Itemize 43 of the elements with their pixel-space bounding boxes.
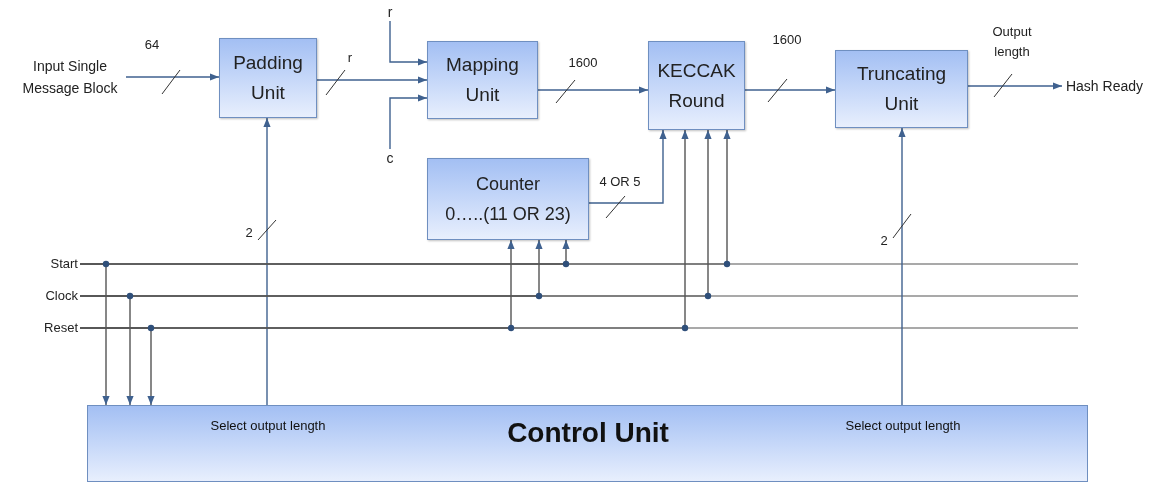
- control-unit-title: Control Unit: [506, 416, 670, 450]
- signal-label: Clock: [45, 288, 79, 304]
- arrow: [389, 94, 428, 150]
- unit-box: [648, 41, 745, 130]
- edge-label: 1600: [771, 31, 803, 49]
- arrow: [316, 76, 428, 84]
- arrow: [79, 129, 712, 297]
- counter-title: Counter: [475, 173, 540, 196]
- arrow: [79, 129, 689, 329]
- text-label: r: [387, 3, 393, 22]
- unit-box: [427, 41, 538, 119]
- signal-label: Reset: [44, 320, 79, 336]
- edge-label: 4 OR 5: [598, 173, 642, 191]
- edge-label: 2: [879, 232, 889, 250]
- arrow: [967, 82, 1063, 90]
- edge-label: 64: [143, 36, 161, 54]
- unit-box: [219, 38, 317, 118]
- arrow: [79, 129, 731, 265]
- text-label: Input Single Message Block: [21, 57, 119, 98]
- edge-label: 1600: [567, 54, 599, 72]
- control-unit-box: [87, 405, 1088, 482]
- port-label: Select output length: [209, 417, 327, 435]
- arrow: [588, 129, 667, 204]
- text-label: Hash Ready: [1065, 77, 1143, 96]
- unit-label: Truncating Unit: [855, 62, 948, 116]
- arrow: [537, 86, 649, 94]
- unit-box: [835, 50, 968, 128]
- unit-label: Padding Unit: [232, 51, 304, 105]
- text-label: c: [386, 149, 394, 168]
- counter-range: 0…..(11 OR 23): [445, 203, 571, 226]
- arrow: [389, 20, 428, 66]
- signal-label: Start: [50, 256, 79, 272]
- arrow: [125, 73, 220, 81]
- edge-label: r: [346, 49, 354, 67]
- counter-box: [427, 158, 589, 240]
- unit-label: Mapping Unit: [445, 53, 520, 107]
- edge-label: 2: [244, 224, 254, 242]
- edge-label: Output length: [991, 23, 1033, 61]
- arrow: [898, 127, 906, 406]
- port-label: Select output length: [844, 417, 962, 435]
- arrow: [263, 117, 271, 406]
- unit-label: KECCAK Round: [656, 58, 737, 113]
- arrow: [744, 86, 836, 94]
